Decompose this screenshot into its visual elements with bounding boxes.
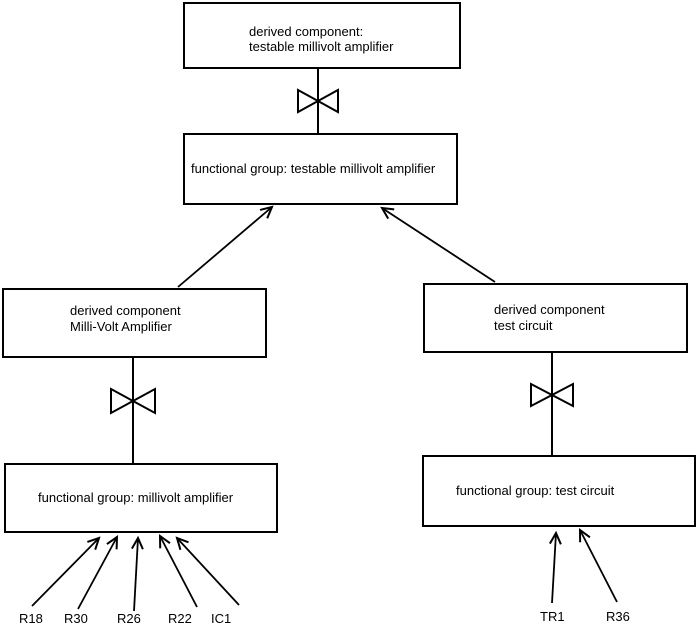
arrow-r22-to-fg-mva	[158, 534, 198, 608]
arrow-r36-to-fg-tc	[578, 528, 618, 603]
node-label-line: derived component	[494, 302, 605, 317]
node-label-line: test circuit	[494, 318, 553, 333]
component-label-tr1: TR1	[540, 609, 565, 624]
node-functional-group-millivolt-amplifier: functional group: millivolt amplifier	[4, 463, 278, 533]
arrow-ic1-to-fg-mva	[175, 536, 240, 606]
node-label-line: testable millivolt amplifier	[249, 39, 394, 54]
component-label-r36: R36	[606, 609, 630, 624]
bowtie-symbol-top	[297, 88, 339, 114]
arrow-r18-to-fg-mva	[31, 536, 101, 607]
arrow-r26-to-fg-mva	[131, 535, 144, 612]
node-functional-group-test-circuit: functional group: test circuit	[422, 455, 696, 527]
bowtie-symbol-left	[110, 387, 156, 415]
arrow-r30-to-fg-mva	[77, 535, 119, 610]
arrow-derived-mva-to-fg-testable	[177, 205, 274, 288]
component-label-ic1: IC1	[211, 611, 232, 626]
component-label-r26: R26	[117, 611, 141, 626]
node-label: functional group: millivolt amplifier	[38, 490, 234, 505]
node-derived-component-testable-millivolt-amplifier: derived component: testable millivolt am…	[183, 2, 461, 69]
bowtie-symbol-right	[530, 382, 574, 408]
node-label: functional group: test circuit	[456, 483, 615, 498]
component-label-r18: R18	[19, 611, 43, 626]
node-functional-group-testable-millivolt-amplifier: functional group: testable millivolt amp…	[183, 133, 458, 205]
node-derived-component-test-circuit: derived component test circuit	[423, 283, 688, 353]
node-label-line: derived component:	[249, 24, 364, 39]
component-label-r30: R30	[64, 611, 88, 626]
arrow-tr1-to-fg-tc	[549, 530, 562, 604]
node-label: functional group: testable millivolt amp…	[191, 161, 436, 176]
node-label-line: Milli-Volt Amplifier	[70, 319, 172, 334]
arrow-derived-tc-to-fg-testable	[380, 206, 496, 283]
node-derived-component-milli-volt-amplifier: derived component Milli-Volt Amplifier	[2, 288, 267, 358]
node-label-line: derived component	[70, 303, 181, 318]
component-label-r22: R22	[168, 611, 192, 626]
